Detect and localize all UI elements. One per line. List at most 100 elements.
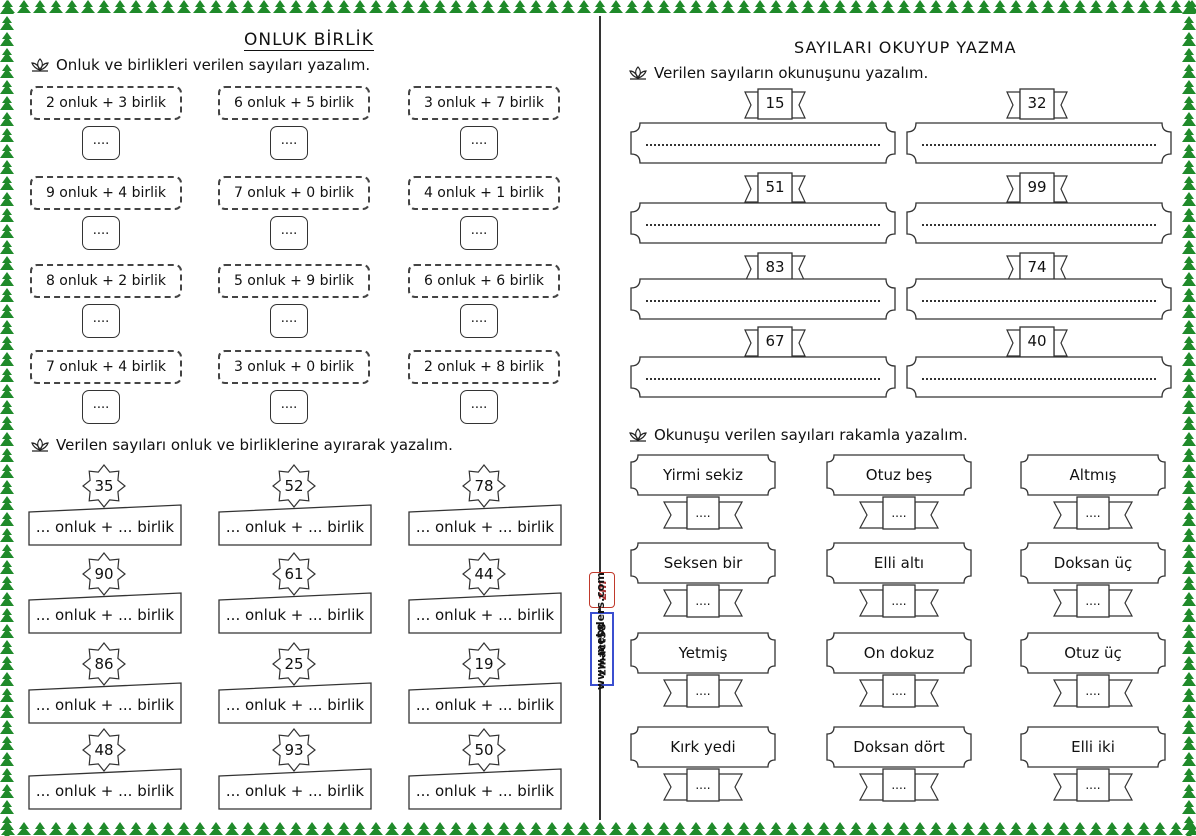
split-template-text: ... onluk + ... birlik (415, 696, 555, 714)
answer-box[interactable]: .... (270, 304, 308, 338)
tree-border-top (0, 0, 1196, 14)
split-answer-box[interactable]: ... onluk + ... birlik (408, 768, 562, 810)
dotted-line (922, 144, 1156, 146)
tag-number: 83 (765, 258, 785, 276)
reading-answer-plaque[interactable] (630, 356, 896, 398)
split-answer-box[interactable]: ... onluk + ... birlik (218, 504, 372, 546)
digit-answer-ribbon[interactable]: .... (859, 674, 939, 708)
number-word: Yetmiş (678, 644, 728, 662)
plaque-shape (906, 122, 1172, 164)
answer-placeholder: .... (891, 506, 907, 520)
slanted-box-shape (408, 682, 562, 724)
dotted-line (646, 300, 880, 302)
split-answer-box[interactable]: ... onluk + ... birlik (28, 504, 182, 546)
word-plaque-shape (630, 542, 776, 584)
onluk-birlik-box: 8 onluk + 2 birlik (30, 264, 182, 298)
reading-answer-plaque[interactable] (906, 202, 1172, 244)
plaque-shape (630, 278, 896, 320)
tree-border-right (1182, 0, 1196, 836)
digit-answer-ribbon[interactable]: .... (1053, 768, 1133, 802)
answer-box[interactable]: .... (82, 216, 120, 250)
split-answer-box[interactable]: ... onluk + ... birlik (28, 682, 182, 724)
answer-box[interactable]: .... (82, 126, 120, 160)
number-star: 25 (272, 642, 316, 686)
answer-box[interactable]: .... (460, 390, 498, 424)
split-answer-box[interactable]: ... onluk + ... birlik (28, 592, 182, 634)
ribbon-answer-shape (1053, 674, 1133, 708)
digit-answer-ribbon[interactable]: .... (859, 768, 939, 802)
split-answer-box[interactable]: ... onluk + ... birlik (218, 592, 372, 634)
number-word: Otuz üç (1064, 644, 1122, 662)
answer-box[interactable]: .... (460, 126, 498, 160)
number-star: 44 (462, 552, 506, 596)
split-answer-box[interactable]: ... onluk + ... birlik (218, 768, 372, 810)
dotted-line (646, 144, 880, 146)
split-answer-box[interactable]: ... onluk + ... birlik (28, 768, 182, 810)
split-template-text: ... onluk + ... birlik (415, 606, 555, 624)
split-template-text: ... onluk + ... birlik (225, 518, 365, 536)
split-template-text: ... onluk + ... birlik (225, 782, 365, 800)
number-ribbon-tag: 32 (1006, 88, 1068, 120)
number-star: 93 (272, 728, 316, 772)
split-answer-box[interactable]: ... onluk + ... birlik (218, 682, 372, 724)
number-star: 52 (272, 464, 316, 508)
split-answer-box[interactable]: ... onluk + ... birlik (408, 682, 562, 724)
answer-box[interactable]: .... (270, 390, 308, 424)
answer-box[interactable]: .... (270, 126, 308, 160)
ribbon-answer-shape (663, 674, 743, 708)
tag-number: 99 (1027, 178, 1047, 196)
star-number: 78 (474, 477, 494, 495)
answer-placeholder: .... (891, 684, 907, 698)
watermark-user-badge: zmact58 (590, 612, 614, 686)
number-word-plaque: Elli iki (1020, 726, 1166, 768)
reading-answer-plaque[interactable] (906, 122, 1172, 164)
onluk-birlik-box: 2 onluk + 3 birlik (30, 86, 182, 120)
split-answer-box[interactable]: ... onluk + ... birlik (408, 504, 562, 546)
answer-box[interactable]: .... (460, 304, 498, 338)
star-shape (272, 728, 316, 772)
digit-answer-ribbon[interactable]: .... (663, 768, 743, 802)
digit-answer-ribbon[interactable]: .... (663, 584, 743, 618)
digit-answer-ribbon[interactable]: .... (1053, 584, 1133, 618)
word-plaque-shape (1020, 632, 1166, 674)
onluk-birlik-box: 3 onluk + 7 birlik (408, 86, 560, 120)
answer-box[interactable]: .... (82, 390, 120, 424)
reading-answer-plaque[interactable] (906, 356, 1172, 398)
plaque-shape (906, 202, 1172, 244)
digit-answer-ribbon[interactable]: .... (1053, 496, 1133, 530)
number-word: Elli altı (873, 554, 925, 572)
star-number: 48 (94, 741, 114, 759)
digit-answer-ribbon[interactable]: .... (859, 496, 939, 530)
number-word-plaque: Kırk yedi (630, 726, 776, 768)
ribbon-answer-shape (1053, 768, 1133, 802)
tree-border-left (0, 0, 14, 836)
star-shape (272, 464, 316, 508)
word-plaque-shape (826, 632, 972, 674)
answer-box[interactable]: .... (460, 216, 498, 250)
reading-answer-plaque[interactable] (906, 278, 1172, 320)
onluk-birlik-box: 7 onluk + 4 birlik (30, 350, 182, 384)
reading-answer-plaque[interactable] (630, 278, 896, 320)
star-number: 90 (94, 565, 114, 583)
answer-placeholder: .... (1085, 594, 1101, 608)
plaque-shape (630, 356, 896, 398)
word-plaque-shape (1020, 542, 1166, 584)
answer-box[interactable]: .... (270, 216, 308, 250)
number-word-plaque: On dokuz (826, 632, 972, 674)
digit-answer-ribbon[interactable]: .... (663, 674, 743, 708)
split-answer-box[interactable]: ... onluk + ... birlik (408, 592, 562, 634)
answer-placeholder: .... (695, 778, 711, 792)
answer-box[interactable]: .... (82, 304, 120, 338)
digit-answer-ribbon[interactable]: .... (1053, 674, 1133, 708)
ribbon-tag-shape (744, 172, 806, 204)
answer-placeholder: .... (695, 594, 711, 608)
digit-answer-ribbon[interactable]: .... (663, 496, 743, 530)
reading-answer-plaque[interactable] (630, 202, 896, 244)
plaque-shape (630, 122, 896, 164)
number-word: Otuz beş (865, 466, 933, 484)
split-template-text: ... onluk + ... birlik (225, 696, 365, 714)
reading-answer-plaque[interactable] (630, 122, 896, 164)
watermark-site: www.mebders.com (594, 572, 607, 690)
left-instruction-1: Onluk ve birlikleri verilen sayıları yaz… (30, 56, 370, 74)
digit-answer-ribbon[interactable]: .... (859, 584, 939, 618)
